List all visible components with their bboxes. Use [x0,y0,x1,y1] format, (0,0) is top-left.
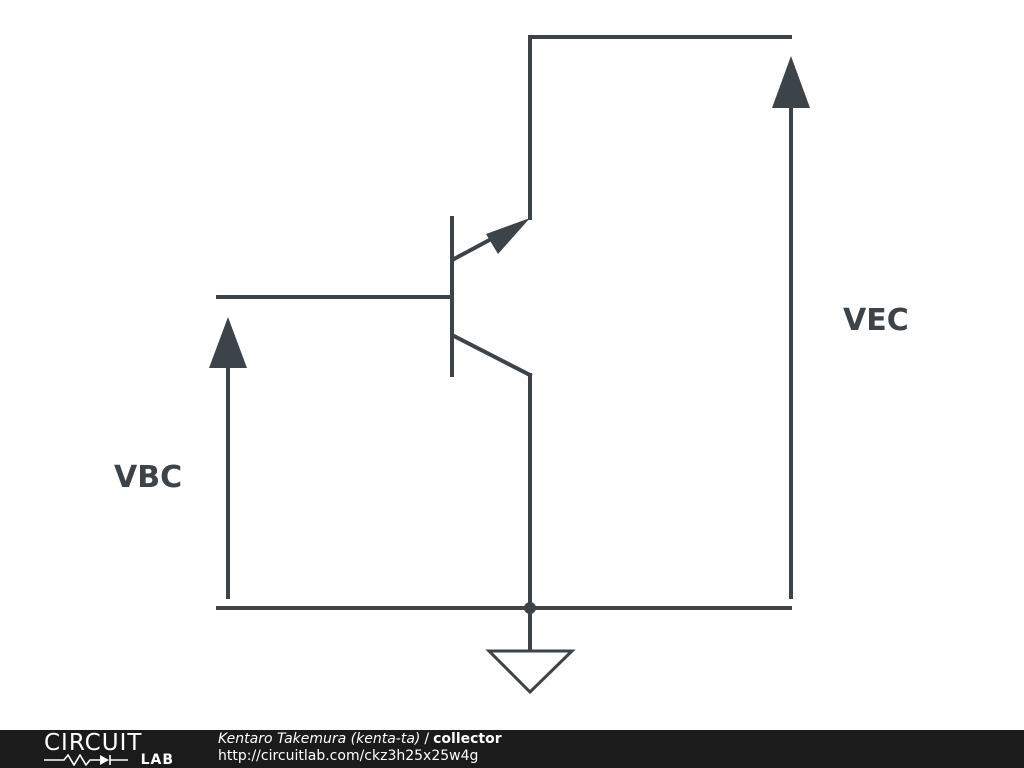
emitter-wire [528,35,792,220]
credit-separator: / [424,731,430,747]
resistor-diode-icon [44,754,128,766]
credit-block: Kentaro Takemura (kenta-ta)/collector ht… [218,731,502,765]
circuit-schematic: VBC VEC [114,35,909,695]
logo-word-circuit: CIRCUIT [44,730,143,756]
project-url-link[interactable]: http://circuitlab.com/ckz3h25x25w4g [218,748,479,764]
author-link[interactable]: Kentaro Takemura (kenta-ta) [218,731,421,747]
project-name-link[interactable]: collector [433,731,502,747]
vec-arrowhead-icon [772,56,810,108]
vbc-label: VBC [114,460,182,495]
logo-word-lab: LAB [140,752,174,768]
ground-icon [485,649,576,695]
transistor-collector-lead [451,333,533,378]
vec-label: VEC [843,303,909,338]
credit-line: Kentaro Takemura (kenta-ta)/collector [218,731,502,748]
footer-bar: CIRCUIT LAB Kentaro Takemura (kenta-ta)/… [0,730,1024,768]
circuitlab-logo[interactable]: CIRCUIT LAB [44,730,174,768]
vbc-arrowhead-icon [209,317,247,368]
emitter-arrow-icon [486,218,530,254]
